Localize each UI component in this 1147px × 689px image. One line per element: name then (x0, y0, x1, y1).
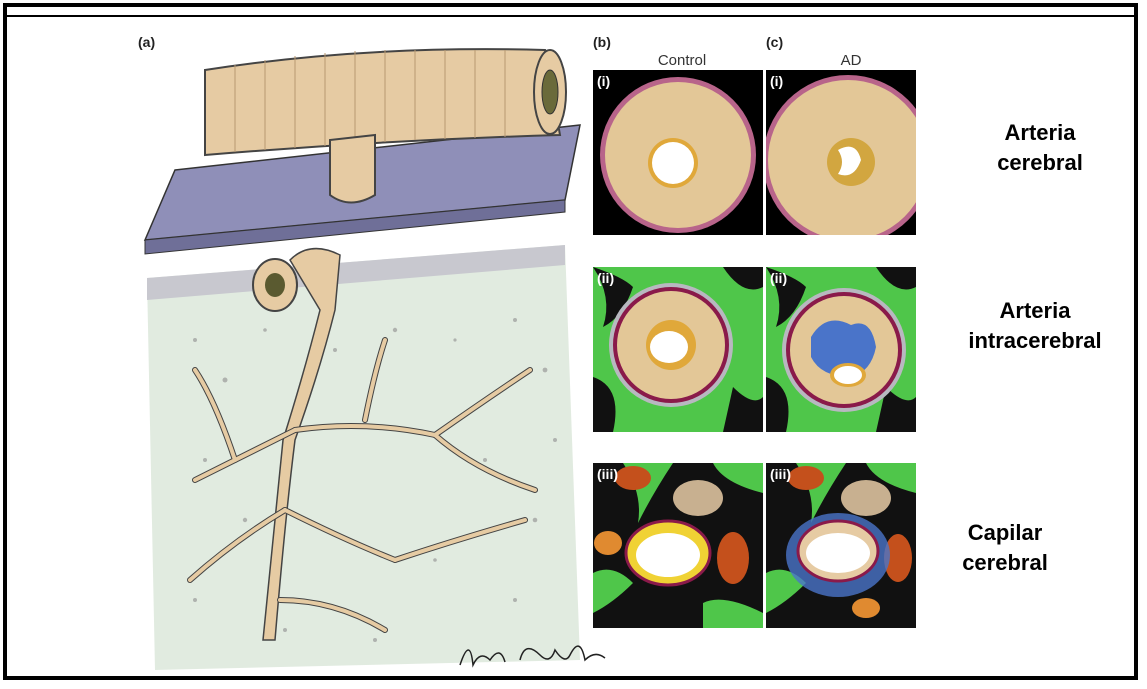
artist-signature (455, 630, 615, 680)
ad-intracerebral-artery-cell: (ii) (766, 267, 906, 432)
row-label-cerebral-capillary-line1: Capilar (935, 518, 1075, 548)
roman-numeral-i-ad: (i) (770, 73, 783, 89)
row-label-intracerebral-artery-line1: Arteria (940, 296, 1130, 326)
roman-numeral-ii-control: (ii) (597, 270, 614, 286)
row-label-intracerebral-artery-line2: intracerebral (940, 326, 1130, 356)
row-label-cerebral-capillary: Capilar cerebral (935, 518, 1075, 578)
panel-b-label: (b) (593, 34, 611, 50)
row-label-cerebral-artery-line1: Arteria (960, 118, 1120, 148)
roman-numeral-ii-ad: (ii) (770, 270, 787, 286)
row-label-cerebral-artery: Arteria cerebral (960, 118, 1120, 178)
control-cerebral-artery-cell: (i) (593, 70, 733, 235)
roman-numeral-i-control: (i) (597, 73, 610, 89)
panel-c-label: (c) (766, 34, 783, 50)
row-label-intracerebral-artery: Arteria intracerebral (940, 296, 1130, 356)
ad-cerebral-artery-cell: (i) (766, 70, 906, 235)
row-label-cerebral-capillary-line2: cerebral (935, 548, 1075, 578)
control-cerebral-capillary-cell: (iii) (593, 463, 733, 628)
roman-numeral-iii-ad: (iii) (770, 466, 791, 482)
roman-numeral-iii-control: (iii) (597, 466, 618, 482)
column-header-control: Control (612, 52, 752, 69)
ad-cerebral-capillary-cell: (iii) (766, 463, 906, 628)
column-header-ad: AD (781, 52, 921, 69)
row-label-cerebral-artery-line2: cerebral (960, 148, 1120, 178)
control-intracerebral-artery-cell: (ii) (593, 267, 733, 432)
cerebral-vasculature-illustration (135, 40, 595, 680)
